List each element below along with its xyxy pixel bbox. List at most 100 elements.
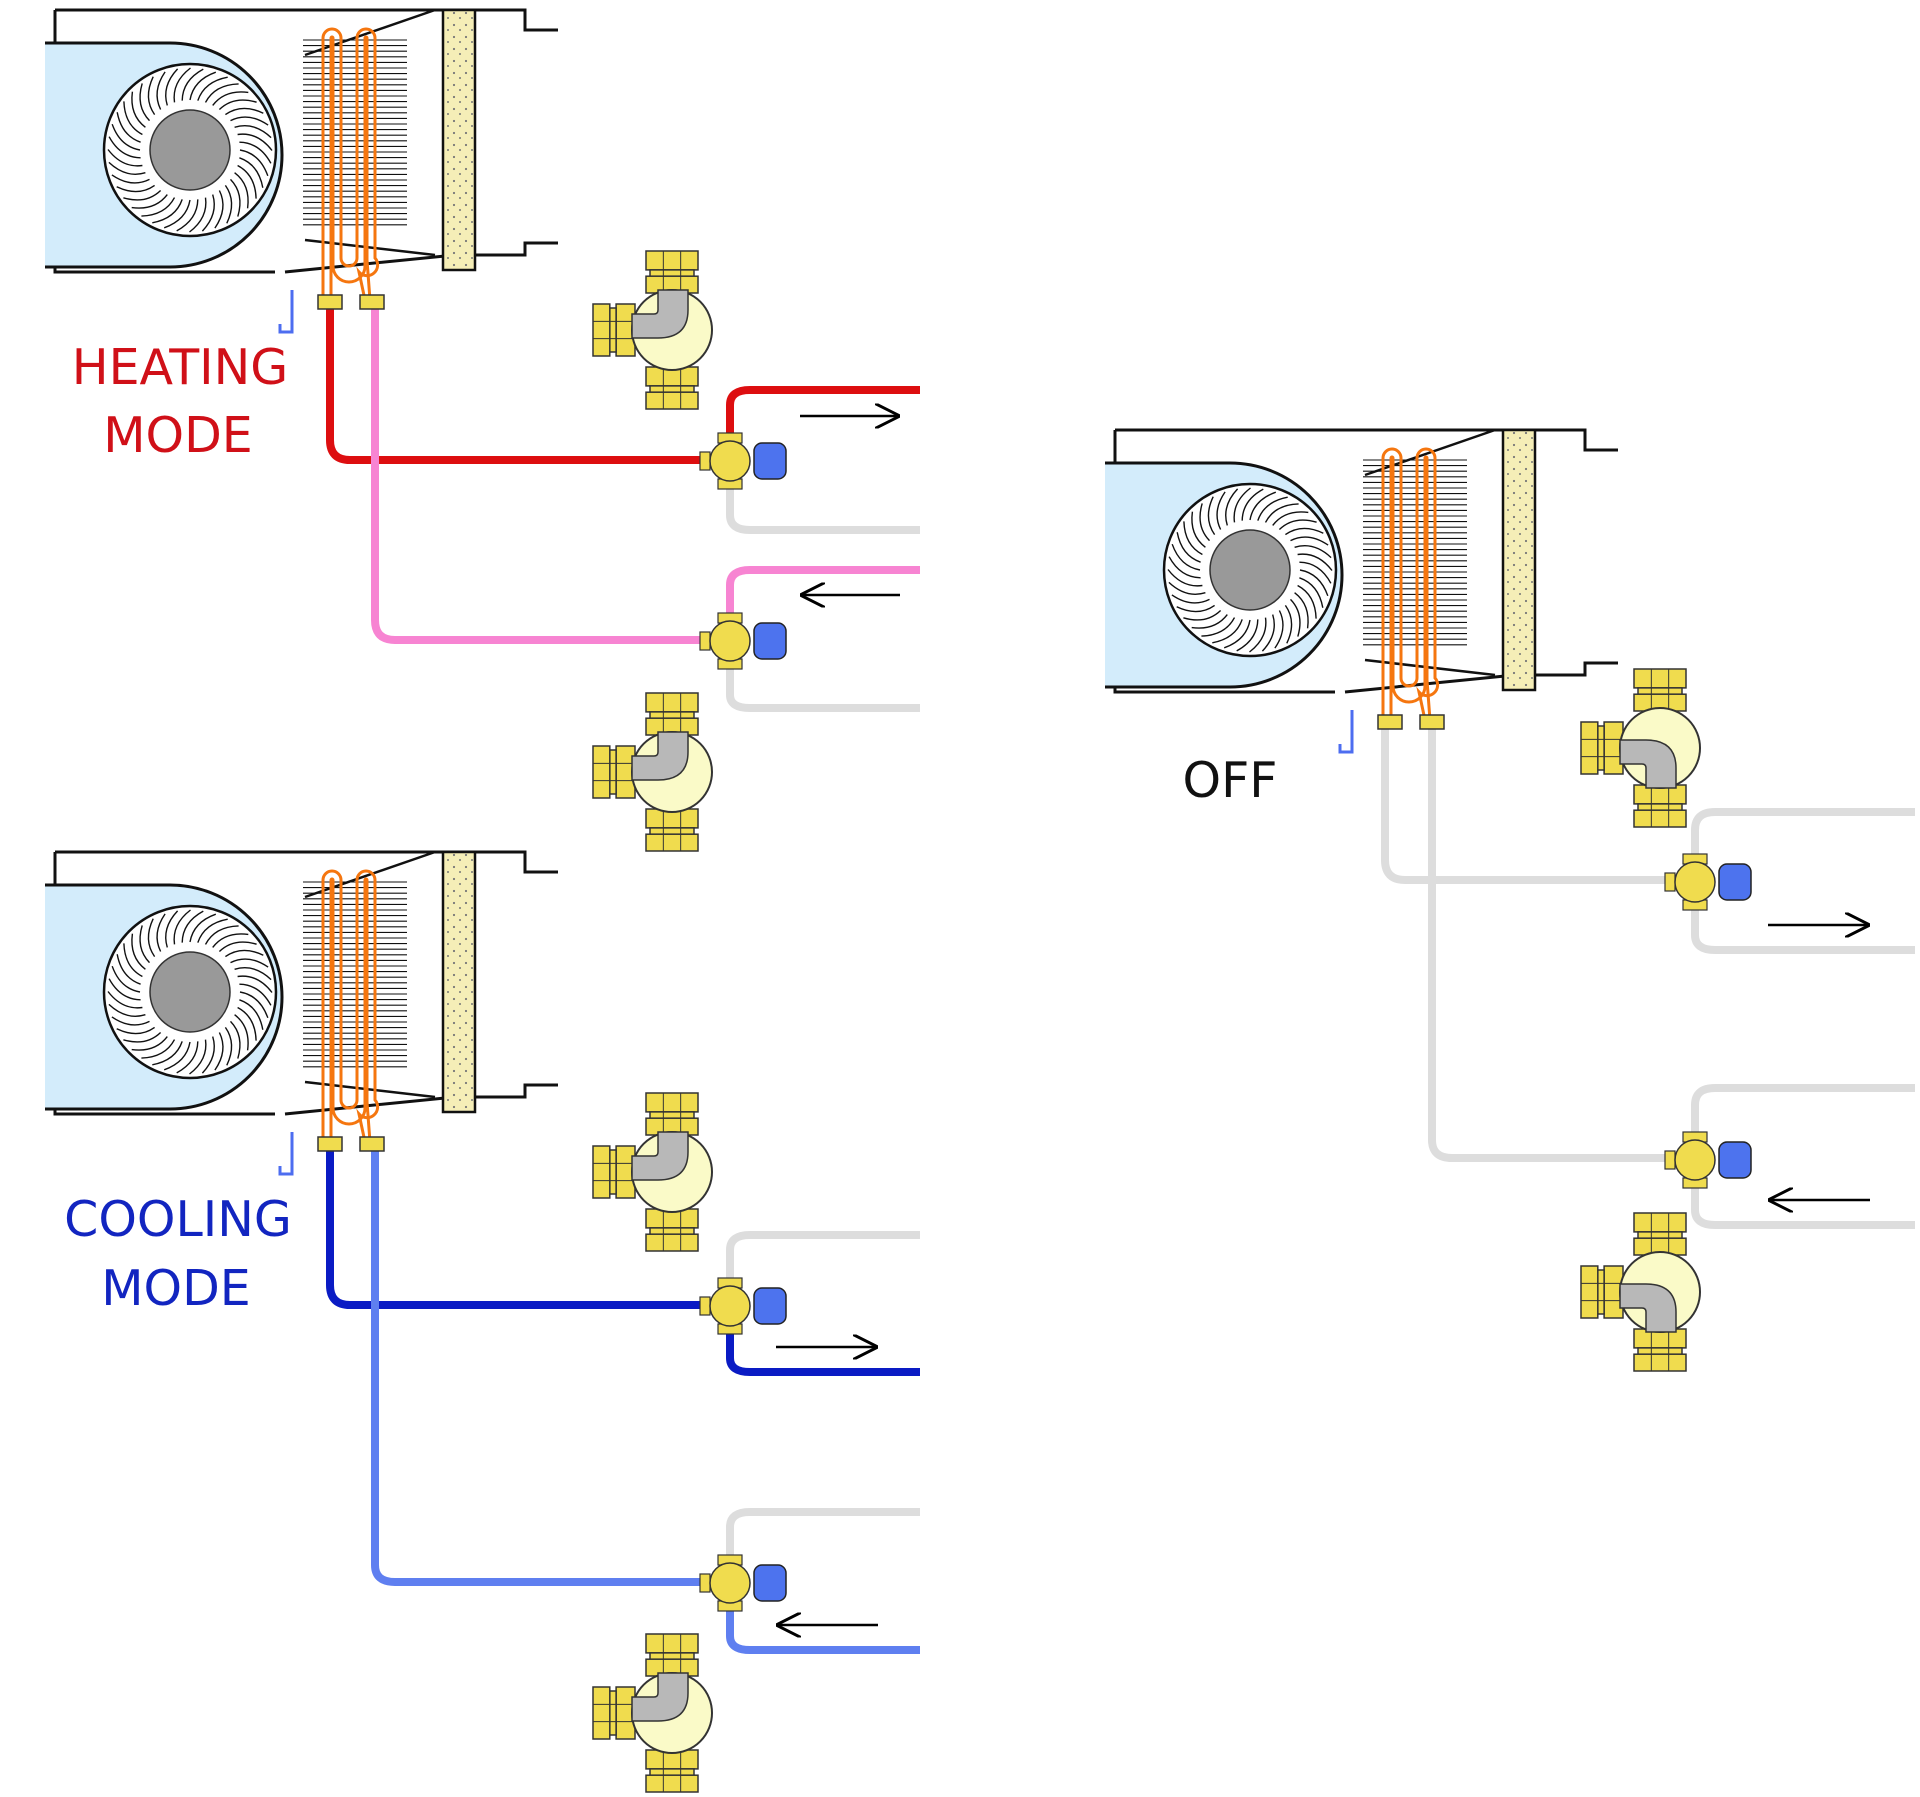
off-three-way-valve-lower <box>1580 1212 1701 1372</box>
diffuser-edge <box>304 850 436 1099</box>
two-way-valve-icon <box>709 1562 751 1604</box>
cooling-bypass-pipe <box>726 1231 920 1290</box>
diffuser-edge <box>1364 428 1496 677</box>
valve-port-path <box>1619 1283 1677 1333</box>
cooling-mode-label-line1: COOLING <box>64 1191 292 1248</box>
off-return-inlet-pipe <box>1691 1084 1915 1143</box>
cabinet-outline <box>53 850 558 1116</box>
heating-three-way-valve-lower <box>592 692 713 852</box>
off-mode-label: OFF <box>1183 752 1278 809</box>
cooling-supply-outlet-pipe <box>726 1330 920 1376</box>
fan-housing-outline <box>45 883 284 1111</box>
valve-actuator-icon <box>1718 863 1752 901</box>
heating-return-valve <box>699 612 787 670</box>
valve-nut <box>699 1296 711 1316</box>
two-way-valve-icon <box>1674 861 1716 903</box>
heating-return-inlet-pipe <box>726 566 920 625</box>
valve-union-nut <box>645 1208 699 1252</box>
valve-port-path <box>631 1131 689 1181</box>
condensate-drain <box>278 1132 294 1176</box>
coil-fitting <box>317 294 343 310</box>
valve-union-nut <box>645 366 699 410</box>
valve-union-nut <box>645 250 699 294</box>
coil-fitting <box>359 1136 385 1152</box>
valve-union-nut <box>592 1686 636 1740</box>
two-way-valve-icon <box>709 440 751 482</box>
valve-nut <box>699 451 711 471</box>
cabinet-outline <box>1113 428 1618 694</box>
valve-union-nut <box>1633 1328 1687 1372</box>
pipes <box>326 305 1915 1654</box>
valve-nut <box>699 1573 711 1593</box>
heat-exchanger-coil-icon <box>1381 447 1440 721</box>
heat-exchanger-fins <box>303 881 407 1068</box>
heating-mode-label-line1: HEATING <box>72 339 289 396</box>
valve-union-nut <box>645 808 699 852</box>
off-return-valve <box>1664 1131 1752 1189</box>
diffuser-edge <box>304 8 436 257</box>
valve-port-path <box>631 289 689 339</box>
coil-fitting <box>359 294 385 310</box>
valve-nut <box>1664 872 1676 892</box>
valve-union-nut <box>1633 668 1687 712</box>
off-return-pipe <box>1428 725 1690 1162</box>
valve-union-nut <box>645 1092 699 1136</box>
two-way-valve-icon <box>709 620 751 662</box>
off-return-bypass-pipe <box>1691 1183 1915 1229</box>
heat-exchanger-coil-icon <box>321 27 380 301</box>
valve-nut <box>1664 1150 1676 1170</box>
fan-coil-unit-cooling <box>45 850 558 1176</box>
fan-coil-unit-heating <box>45 8 558 334</box>
valve-nut <box>699 631 711 651</box>
valve-port-path <box>631 1672 689 1722</box>
heating-return-bypass-pipe <box>726 665 920 712</box>
off-supply-outlet-pipe <box>1691 808 1915 865</box>
cooling-return-inlet-pipe <box>726 1607 920 1654</box>
cooling-mode-label-line2: MODE <box>101 1260 251 1317</box>
cooling-return-bypass-pipe <box>726 1508 920 1567</box>
valve-port-path <box>631 731 689 781</box>
valve-union-nut <box>1580 721 1624 775</box>
heating-return-pipe <box>371 305 725 644</box>
cooling-supply-pipe <box>326 1147 725 1309</box>
coil-fitting <box>1377 714 1403 730</box>
condensate-drain <box>1338 710 1354 754</box>
off-supply-pipe <box>1381 725 1690 884</box>
flow-arrows <box>776 416 1870 1625</box>
cabinet-outline <box>53 8 558 274</box>
off-supply-bypass-pipe <box>1691 905 1915 954</box>
air-filter-icon <box>1501 428 1537 692</box>
fan-housing-outline <box>45 41 284 269</box>
heat-exchanger-fins <box>303 39 407 226</box>
coil-fitting <box>1419 714 1445 730</box>
valve-port-path <box>1619 739 1677 789</box>
off-three-way-valve-upper <box>1580 668 1701 828</box>
cooling-three-way-valve-upper <box>592 1092 713 1252</box>
heating-supply-pipe <box>326 305 725 464</box>
valve-union-nut <box>592 745 636 799</box>
centrifugal-fan-icon <box>107 67 273 233</box>
valve-union-nut <box>1633 1212 1687 1256</box>
valve-union-nut <box>645 1749 699 1793</box>
valve-actuator-icon <box>753 442 787 480</box>
valve-actuator-icon <box>1718 1141 1752 1179</box>
heat-exchanger-coil-icon <box>321 869 380 1143</box>
heating-supply-outlet-pipe <box>726 386 920 445</box>
fan-coil-units <box>45 8 1618 1176</box>
coil-fitting <box>317 1136 343 1152</box>
valve-actuator-icon <box>753 1287 787 1325</box>
air-filter-icon <box>441 8 477 272</box>
valves <box>592 250 1752 1793</box>
fan-hub <box>1209 529 1291 611</box>
off-supply-valve <box>1664 853 1752 911</box>
cooling-return-pipe <box>371 1147 725 1586</box>
fan-housing-outline <box>1105 461 1344 689</box>
valve-union-nut <box>1580 1265 1624 1319</box>
centrifugal-fan-icon <box>107 909 273 1075</box>
heating-mode-label-line2: MODE <box>103 407 253 464</box>
fan-hub <box>149 109 231 191</box>
condensate-drain <box>278 290 294 334</box>
heating-bypass-pipe <box>726 485 920 534</box>
valve-union-nut <box>592 1145 636 1199</box>
